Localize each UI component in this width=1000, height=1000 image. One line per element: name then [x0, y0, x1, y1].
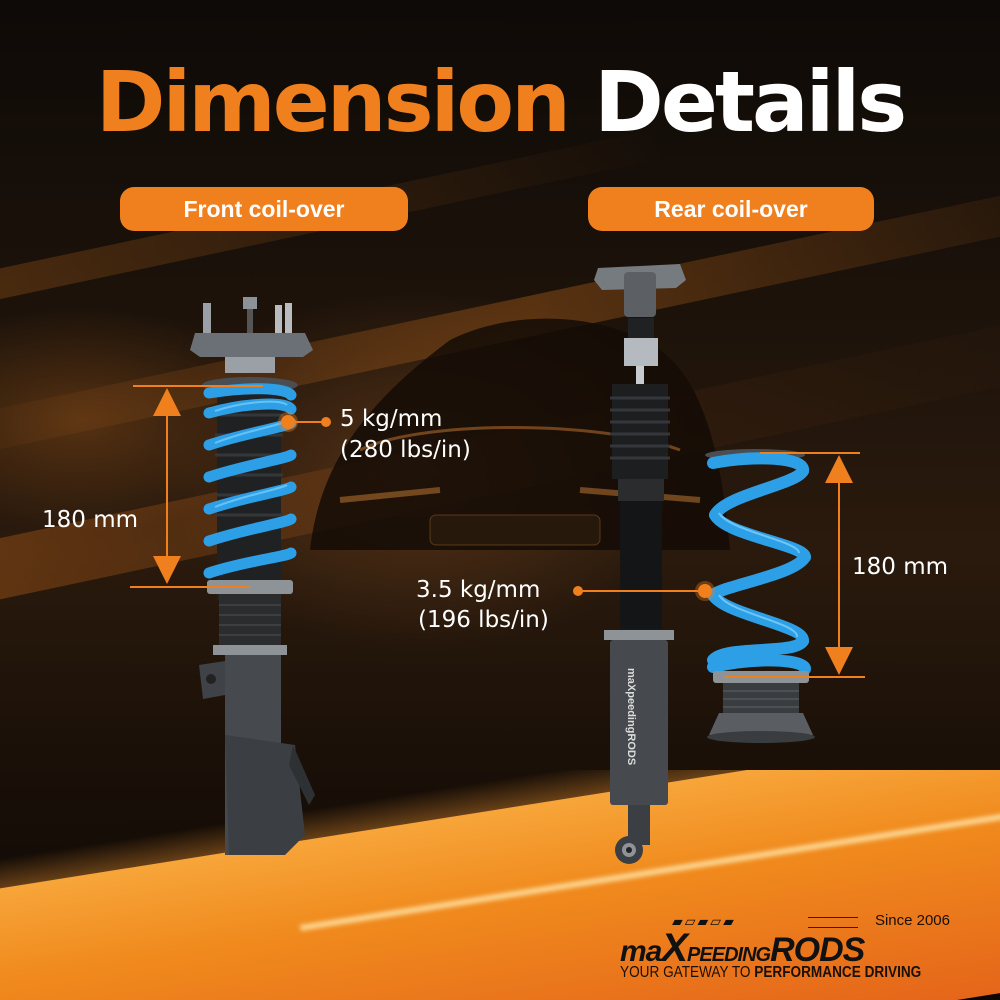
rear-spring-rate-imperial: (196 lbs/in)	[418, 607, 549, 633]
front-dim-arrow-up	[153, 388, 181, 416]
front-callout-dot	[321, 417, 331, 427]
front-callout-line	[292, 421, 324, 423]
front-spring-rate: 5 kg/mm	[340, 406, 443, 432]
brand-tagline: YOUR GATEWAY TO PERFORMANCE DRIVING	[620, 964, 922, 981]
front-coilover-image	[190, 297, 315, 855]
front-dim-arrow-down	[153, 556, 181, 584]
rear-dim-arrow-down	[825, 647, 853, 675]
rear-bottom-dim-line	[725, 676, 865, 678]
strut-brand-print: maXpeedingRODS	[625, 668, 637, 765]
since-year: Since 2006	[874, 912, 950, 929]
rear-spring-rate: 3.5 kg/mm	[416, 577, 541, 603]
front-coilover-label: Front coil-over	[120, 187, 408, 231]
rear-shock-image: maXpeedingRODS	[594, 264, 686, 864]
front-spring-rate-imperial: (280 lbs/in)	[340, 437, 471, 463]
front-bottom-dim-line	[130, 586, 250, 588]
page-title: Dimension Details	[0, 52, 1000, 152]
brand-name: maXPEEDINGRODS	[620, 926, 865, 970]
rear-spring-marker	[698, 584, 712, 598]
rear-spring-image	[705, 449, 815, 743]
rear-dim-vertical	[838, 478, 840, 650]
rear-callout-line	[580, 590, 700, 592]
rear-coilover-label: Rear coil-over	[588, 187, 874, 231]
front-spring-marker	[281, 415, 295, 429]
rear-callout-dot	[573, 586, 583, 596]
rear-length-label: 180 mm	[852, 554, 949, 580]
front-dim-vertical	[166, 410, 168, 562]
checkered-flag-icon: ▰▱▰▱▰	[672, 914, 736, 930]
title-part-1: Dimension	[95, 53, 571, 151]
title-part-2: Details	[594, 53, 907, 151]
speed-lines-icon	[808, 917, 858, 928]
front-length-label: 180 mm	[42, 507, 139, 533]
front-top-dim-line	[133, 385, 263, 387]
rear-top-dim-line	[760, 452, 860, 454]
rear-dim-arrow-up	[825, 455, 853, 483]
